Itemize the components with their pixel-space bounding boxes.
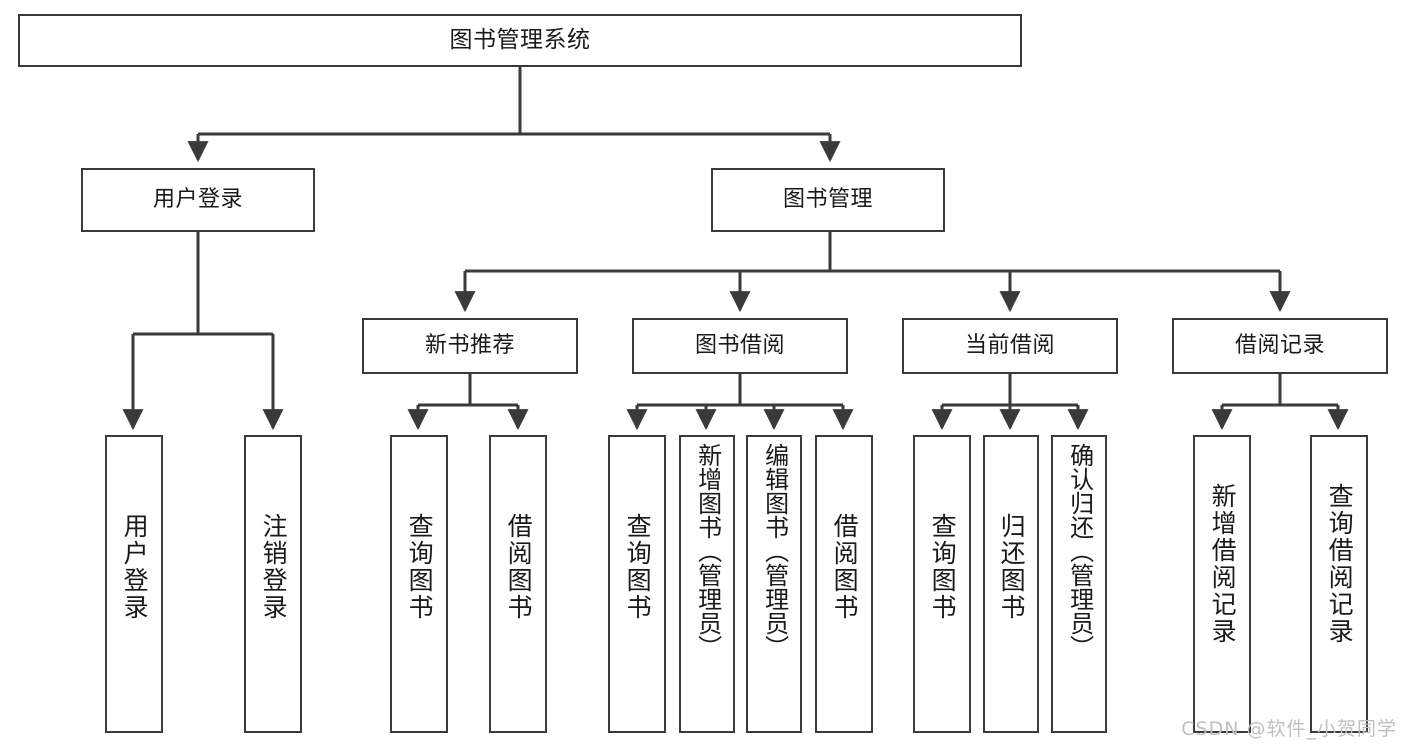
leaf-borrow-record-query[interactable]: 查询借阅记录 bbox=[1310, 435, 1368, 733]
leaf-current-borrow-return[interactable]: 归还图书 bbox=[983, 435, 1039, 733]
node-book-management[interactable]: 图书管理 bbox=[711, 168, 945, 232]
leaf-label: 编辑图书（管理员） bbox=[760, 443, 789, 659]
leaf-new-book-query[interactable]: 查询图书 bbox=[390, 435, 448, 733]
leaf-book-borrow-edit[interactable]: 编辑图书（管理员） bbox=[746, 435, 802, 733]
leaf-borrow-record-add[interactable]: 新增借阅记录 bbox=[1193, 435, 1251, 733]
leaf-label: 借阅图书 bbox=[504, 513, 534, 621]
leaf-label: 用户登录 bbox=[120, 513, 150, 621]
leaf-user-login-logout[interactable]: 注销登录 bbox=[244, 435, 302, 733]
leaf-label: 查询图书 bbox=[405, 513, 435, 621]
node-book-borrow[interactable]: 图书借阅 bbox=[632, 318, 848, 374]
leaf-new-book-borrow[interactable]: 借阅图书 bbox=[489, 435, 547, 733]
leaf-label: 确认归还（管理员） bbox=[1065, 443, 1094, 659]
node-borrow-records[interactable]: 借阅记录 bbox=[1172, 318, 1388, 374]
leaf-label: 注销登录 bbox=[259, 513, 289, 621]
node-borrow-records-label: 借阅记录 bbox=[1234, 333, 1325, 358]
leaf-book-borrow-query[interactable]: 查询图书 bbox=[608, 435, 666, 733]
leaf-current-borrow-query[interactable]: 查询图书 bbox=[913, 435, 971, 733]
node-new-book-recommend[interactable]: 新书推荐 bbox=[362, 318, 578, 374]
leaf-label: 归还图书 bbox=[997, 513, 1027, 621]
node-book-borrow-label: 图书借阅 bbox=[694, 333, 785, 358]
node-current-borrow-label: 当前借阅 bbox=[964, 333, 1055, 358]
leaf-book-borrow-borrow[interactable]: 借阅图书 bbox=[815, 435, 873, 733]
node-book-management-label: 图书管理 bbox=[782, 187, 873, 212]
leaf-label: 新增图书（管理员） bbox=[693, 443, 722, 659]
node-new-book-recommend-label: 新书推荐 bbox=[424, 333, 515, 358]
watermark: CSDN @软件_小贺同学 bbox=[1181, 718, 1397, 740]
leaf-label: 新增借阅记录 bbox=[1208, 483, 1238, 645]
leaf-label: 查询借阅记录 bbox=[1325, 483, 1355, 645]
node-user-login-label: 用户登录 bbox=[152, 187, 243, 212]
leaf-label: 查询图书 bbox=[623, 513, 653, 621]
leaf-label: 查询图书 bbox=[928, 513, 958, 621]
leaf-book-borrow-add[interactable]: 新增图书（管理员） bbox=[679, 435, 735, 733]
leaf-user-login-login[interactable]: 用户登录 bbox=[105, 435, 163, 733]
node-current-borrow[interactable]: 当前借阅 bbox=[902, 318, 1118, 374]
node-root-label: 图书管理系统 bbox=[449, 27, 591, 53]
leaf-label: 借阅图书 bbox=[830, 513, 860, 621]
leaf-current-borrow-confirm-return[interactable]: 确认归还（管理员） bbox=[1051, 435, 1107, 733]
node-root[interactable]: 图书管理系统 bbox=[18, 14, 1022, 67]
node-user-login[interactable]: 用户登录 bbox=[81, 168, 315, 232]
